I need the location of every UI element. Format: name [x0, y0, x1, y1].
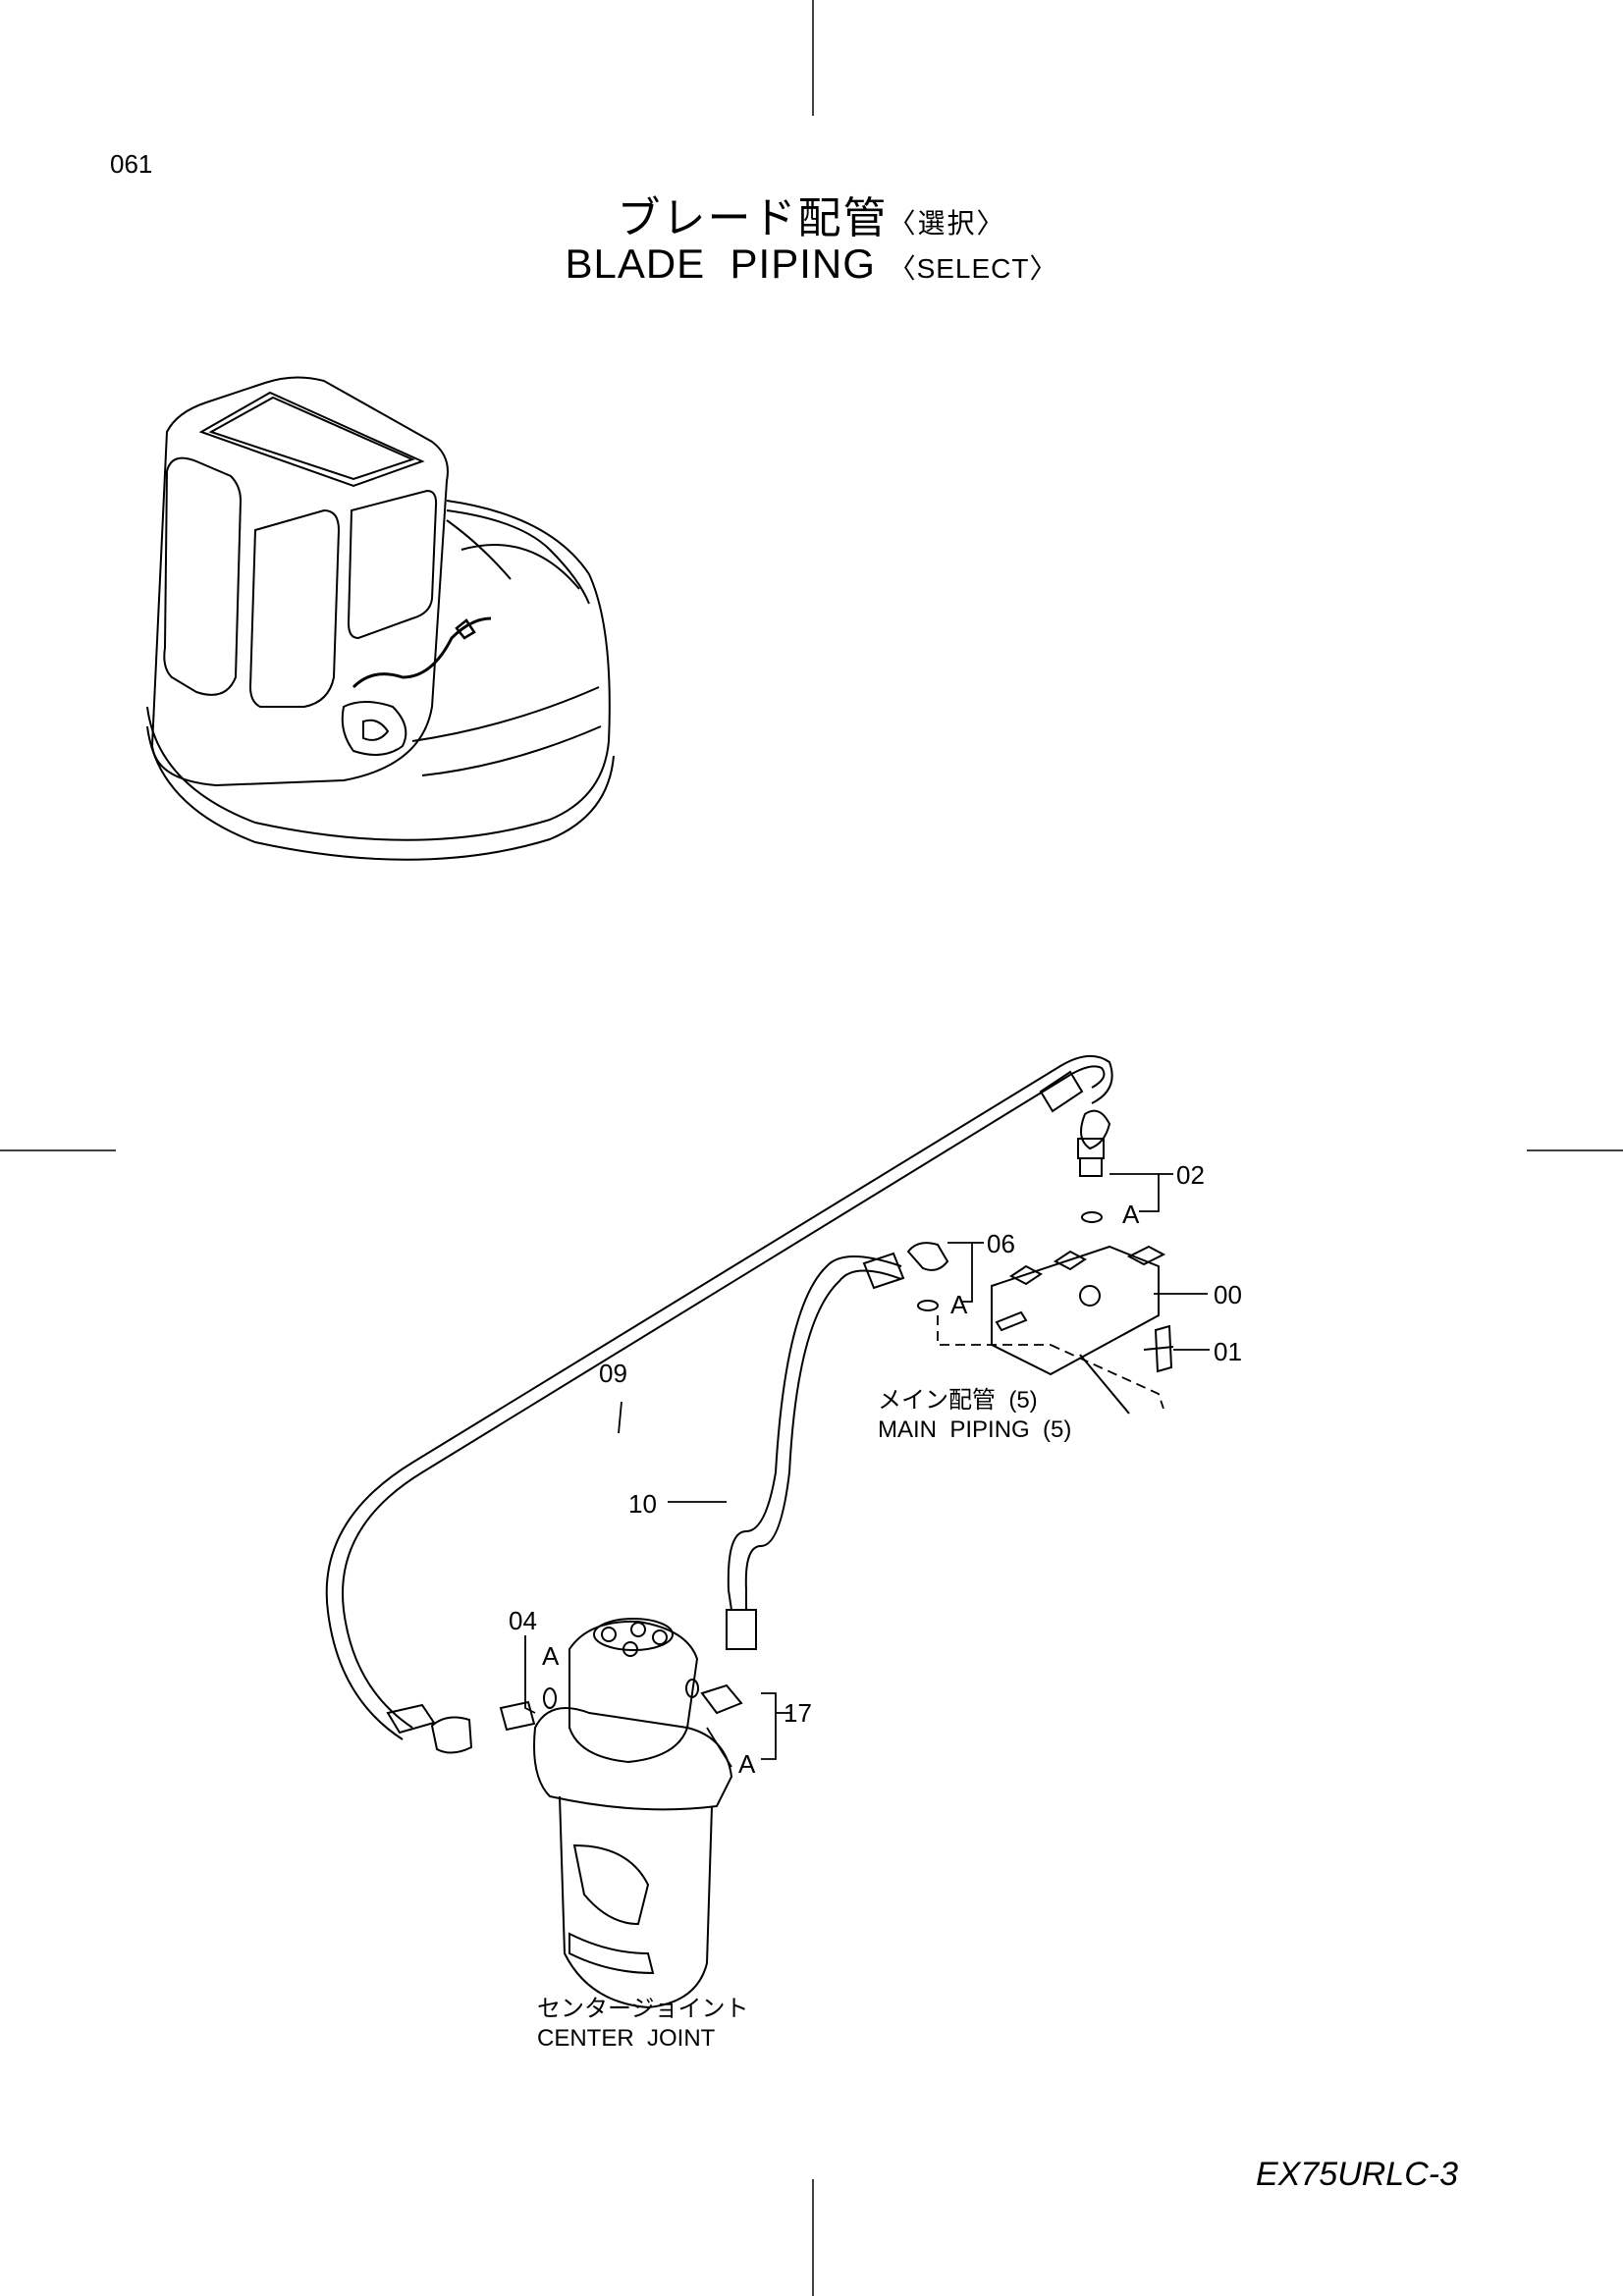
center-joint-en: CENTER JOINT [537, 2025, 716, 2052]
callout-09: 09 [599, 1359, 627, 1388]
callout-17: 17 [784, 1698, 812, 1728]
control-valve-00 [906, 1138, 1174, 1415]
title-en-sub: 〈SELECT〉 [888, 253, 1058, 284]
callout-04: 04 [509, 1606, 537, 1635]
hose-09 [325, 1055, 1113, 1754]
callout-a-17: A [738, 1749, 756, 1779]
main-piping-jp: メイン配管 (5) [878, 1387, 1038, 1414]
center-joint [499, 1618, 743, 2009]
callout-a-02: A [1122, 1200, 1140, 1229]
page-title-japanese: ブレード配管〈選択〉 [0, 183, 1623, 245]
hose-10 [726, 1252, 905, 1650]
callout-02: 02 [1176, 1160, 1205, 1190]
center-joint-jp: センタージョイント [537, 1996, 749, 2022]
title-jp-sub: 〈選択〉 [888, 207, 1006, 240]
leader-lines [524, 1173, 1210, 1768]
center-joint-caption: センタージョイント CENTER JOINT [537, 1995, 749, 2054]
excavator-overview-illustration [146, 376, 615, 861]
callout-00: 00 [1214, 1280, 1242, 1309]
callout-06: 06 [987, 1229, 1015, 1258]
model-name: EX75URLC-3 [1256, 2156, 1458, 2193]
callout-a-04: A [542, 1641, 560, 1671]
main-piping-en: MAIN PIPING (5) [878, 1416, 1072, 1443]
callout-a-06: A [950, 1290, 968, 1319]
title-jp-main: ブレード配管 [617, 193, 889, 243]
callout-01: 01 [1214, 1337, 1242, 1366]
title-en-main: BLADE PIPING [565, 240, 876, 287]
page-title-english: BLADE PIPING 〈SELECT〉 [0, 240, 1623, 288]
page-number: 061 [110, 149, 153, 179]
callout-10: 10 [628, 1489, 657, 1519]
main-piping-caption: メイン配管 (5) MAIN PIPING (5) [878, 1386, 1071, 1445]
